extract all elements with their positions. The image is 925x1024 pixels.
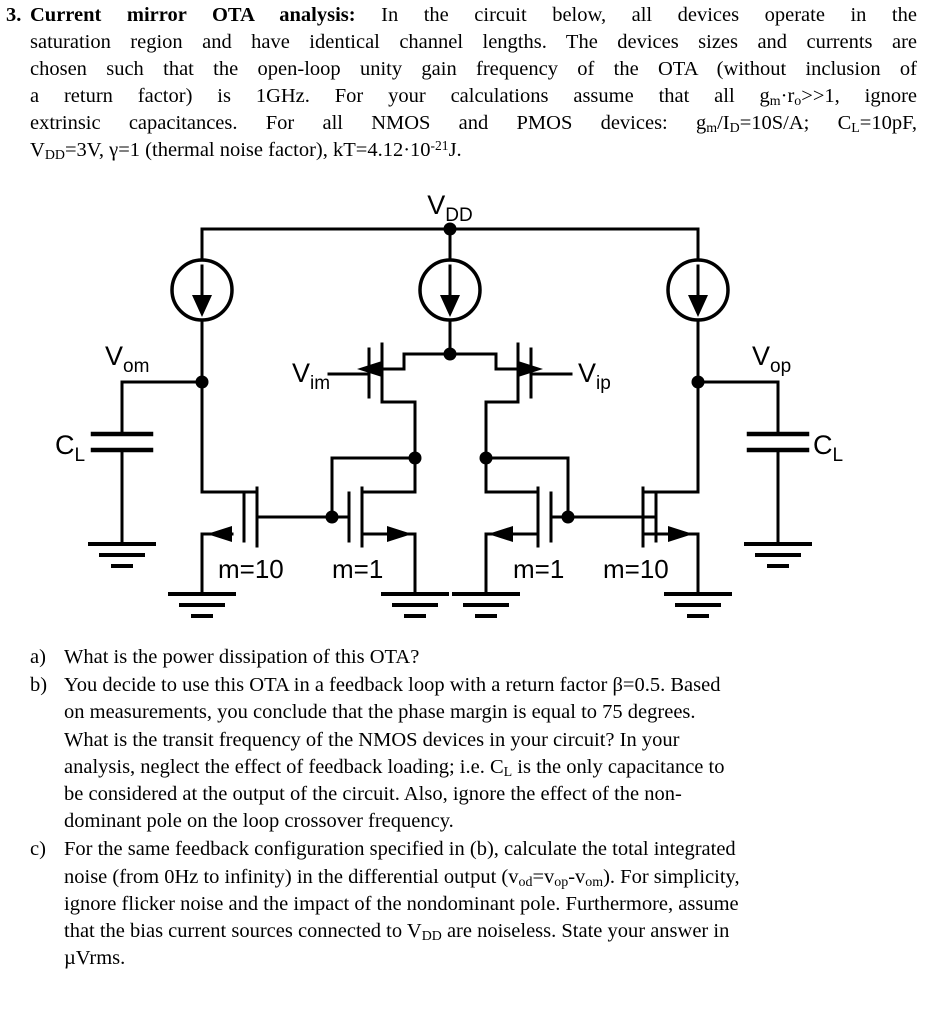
ground-symbol <box>381 592 449 618</box>
statement-line-1: Current mirror OTA analysis: In the circ… <box>30 4 917 26</box>
question-b-line-6: dominant pole on the loop crossover freq… <box>64 810 454 833</box>
question-marker-c: c) <box>30 838 46 861</box>
label-m-right-output: m=10 <box>603 554 669 584</box>
label-cl-right: CL <box>813 430 843 466</box>
cl-left <box>90 431 154 453</box>
problem-title: Current mirror OTA analysis: <box>30 4 356 26</box>
right-mirror-drain-dot <box>479 451 493 465</box>
cl-left-branch <box>120 380 204 546</box>
label-vip: Vip <box>578 358 611 394</box>
question-c-line-3: ignore flicker noise and the impact of t… <box>64 892 739 915</box>
statement-line-4: a return factor) is 1GHz. For your calcu… <box>30 85 918 110</box>
mp-input-plus <box>484 342 573 460</box>
label-m-right-diode: m=1 <box>513 554 564 584</box>
statement-line-3: chosen such that the open-loop unity gai… <box>30 58 917 80</box>
statement-line-5: extrinsic capacitances. For all NMOS and… <box>30 112 917 137</box>
ground-symbol <box>452 592 520 618</box>
question-b-line-4: analysis, neglect the effect of feedback… <box>64 755 725 780</box>
question-item-b: b) You decide to use this OTA in a feedb… <box>30 672 911 835</box>
label-vop: Vop <box>752 341 791 377</box>
question-marker-a: a) <box>30 646 46 668</box>
problem-statement: Current mirror OTA analysis: In the circ… <box>30 2 917 164</box>
problem-header-row: 3. Current mirror OTA analysis: In the c… <box>6 2 917 164</box>
question-b-line-2: on measurements, you conclude that the p… <box>64 701 696 724</box>
vom-node-dot <box>195 375 209 389</box>
question-item-c: c) For the same feedback configuration s… <box>30 836 911 972</box>
question-c-line-1: For the same feedback configuration spec… <box>64 838 736 861</box>
ground-symbol <box>744 542 812 568</box>
label-m-left-diode: m=1 <box>332 554 383 584</box>
problem-header: 3. Current mirror OTA analysis: In the c… <box>0 2 925 164</box>
question-text-b: You decide to use this OTA in a feedback… <box>64 672 911 835</box>
mn-right-output <box>566 380 700 596</box>
question-item-a: a) What is the power dissipation of this… <box>30 644 911 671</box>
ground-symbol <box>88 542 156 568</box>
mn-left-diode <box>330 456 417 596</box>
question-b-line-1: You decide to use this OTA in a feedback… <box>64 674 721 697</box>
mp-input-minus <box>327 342 417 460</box>
cl-right <box>746 431 810 453</box>
statement-line-6: VDD=3V, γ=1 (thermal noise factor), kT=4… <box>30 137 462 164</box>
question-b-line-3: What is the transit frequency of the NMO… <box>64 728 680 751</box>
pmos-tail-node-dot <box>443 347 457 361</box>
ground-symbol <box>168 592 236 618</box>
label-vom: Vom <box>105 341 149 377</box>
label-vdd: VDD <box>427 190 472 226</box>
vdd-node-dot <box>443 222 457 236</box>
label-vim: Vim <box>292 358 330 394</box>
question-list: a) What is the power dissipation of this… <box>0 644 925 973</box>
question-text-a: What is the power dissipation of this OT… <box>64 644 911 671</box>
label-cl-left: CL <box>55 430 85 466</box>
question-c-line-4: that the bias current sources connected … <box>64 920 730 945</box>
circuit-diagram: VDD Vom Vop Vim Vip CL CL m=10 m=1 m=1 m… <box>0 186 925 636</box>
question-a-line-1: What is the power dissipation of this OT… <box>64 646 420 668</box>
isrc-center <box>418 258 482 356</box>
isrc-left <box>170 258 234 384</box>
question-b-line-5: be considered at the output of the circu… <box>64 783 682 806</box>
vop-node-dot <box>691 375 705 389</box>
label-m-left-output: m=10 <box>218 554 284 584</box>
problem-number: 3. <box>6 4 22 26</box>
current-mirror-ota-schematic: VDD Vom Vop Vim Vip CL CL m=10 m=1 m=1 m… <box>55 190 843 618</box>
ground-symbol <box>664 592 732 618</box>
question-text-c: For the same feedback configuration spec… <box>64 836 911 972</box>
statement-line-2: saturation region and have identical cha… <box>30 31 917 53</box>
mn-left-output <box>200 380 334 596</box>
isrc-right <box>666 258 730 384</box>
left-mirror-drain-dot <box>408 451 422 465</box>
cl-right-branch <box>696 380 780 546</box>
left-mirror-gate-dot <box>325 510 339 524</box>
question-c-line-5: µVrms. <box>64 947 126 970</box>
question-c-line-2: noise (from 0Hz to infinity) in the diff… <box>64 865 740 890</box>
question-marker-b: b) <box>30 674 48 697</box>
